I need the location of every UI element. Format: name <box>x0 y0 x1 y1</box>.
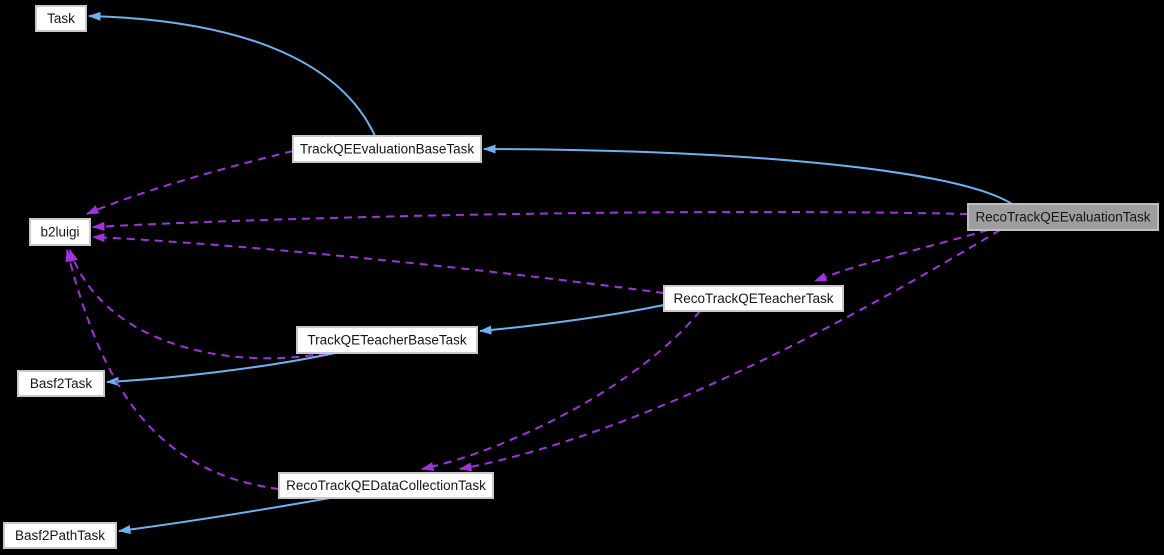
edge-trackqeteacherbasetask-to-b2luigi <box>69 249 328 360</box>
node-basf2-task[interactable]: Basf2Task <box>17 370 105 397</box>
node-task-label: Task <box>47 11 75 26</box>
node-track-qe-teacher-base-task-box[interactable] <box>296 326 478 354</box>
node-basf2-path-task[interactable]: Basf2PathTask <box>3 522 117 549</box>
node-reco-track-qe-data-collection-task-box[interactable] <box>278 472 494 499</box>
node-track-qe-evaluation-base-task[interactable]: TrackQEEvaluationBaseTask <box>292 135 482 163</box>
node-b2luigi-label: b2luigi <box>40 225 79 240</box>
node-track-qe-evaluation-base-task-label: TrackQEEvaluationBaseTask <box>300 142 475 157</box>
node-reco-track-qe-evaluation-task-box[interactable] <box>967 203 1159 231</box>
node-reco-track-qe-teacher-task-box[interactable] <box>663 285 844 312</box>
node-track-qe-evaluation-base-task-box[interactable] <box>292 135 482 163</box>
node-b2luigi[interactable]: b2luigi <box>29 218 91 246</box>
edge-trackqeteacherbasetask-to-basf2task <box>106 352 336 386</box>
node-reco-track-qe-teacher-task-label: RecoTrackQETeacherTask <box>673 291 833 306</box>
node-basf2-path-task-label: Basf2PathTask <box>15 528 105 543</box>
node-basf2-path-task-box[interactable] <box>3 522 117 549</box>
edge-recotrackqedatacollectiontask-to-basf2pathtask <box>118 497 331 534</box>
node-reco-track-qe-data-collection-task-label: RecoTrackQEDataCollectionTask <box>286 478 486 493</box>
node-track-qe-teacher-base-task-label: TrackQETeacherBaseTask <box>307 333 467 348</box>
node-reco-track-qe-teacher-task[interactable]: RecoTrackQETeacherTask <box>663 285 844 312</box>
edge-recotrackqeevaluationtask-to-b2luigi <box>92 210 969 231</box>
edge-recotrackqeevaluationtask-to-recotrackqeteachertask <box>814 229 989 282</box>
edge-recotrackqeteachertask-to-recotrackqedatacollectiontask <box>421 310 701 471</box>
edge-recotrackqeevaluationtask-to-trackqeevaluationbasetask <box>483 144 1013 205</box>
node-track-qe-teacher-base-task[interactable]: TrackQETeacherBaseTask <box>296 326 478 354</box>
edge-trackqeevaluationbasetask-to-task <box>88 11 376 137</box>
edge-recotrackqeteachertask-to-trackqeteacherbasetask <box>479 304 665 335</box>
node-reco-track-qe-evaluation-task-label: RecoTrackQEEvaluationTask <box>975 210 1150 225</box>
edge-recotrackqeevaluationtask-to-recotrackqedatacollectiontask <box>459 229 1001 472</box>
node-task[interactable]: Task <box>35 5 87 32</box>
edge-recotrackqeteachertask-to-b2luigi <box>92 233 665 294</box>
node-task-box[interactable] <box>35 5 87 32</box>
node-basf2-task-label: Basf2Task <box>30 376 93 391</box>
node-reco-track-qe-data-collection-task[interactable]: RecoTrackQEDataCollectionTask <box>278 472 494 499</box>
edge-trackqeevaluationbasetask-to-b2luigi <box>86 150 294 215</box>
node-reco-track-qe-evaluation-task[interactable]: RecoTrackQEEvaluationTask <box>967 203 1159 231</box>
node-b2luigi-box[interactable] <box>29 218 91 246</box>
node-basf2-task-box[interactable] <box>17 370 105 397</box>
edge-recotrackqedatacollectiontask-to-b2luigi <box>65 249 280 490</box>
